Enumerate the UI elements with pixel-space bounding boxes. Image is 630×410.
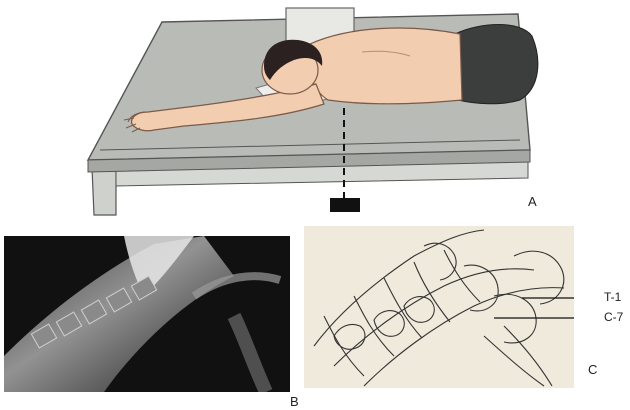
patient-table-drawing <box>80 0 540 225</box>
panel-a-illustration <box>80 0 540 225</box>
panel-b-label: B <box>290 394 299 409</box>
panel-a-label: A <box>528 194 537 209</box>
tracing-drawing <box>304 226 574 388</box>
radiograph-image <box>4 236 290 392</box>
panel-c-label: C <box>588 362 597 377</box>
panel-c-tracing <box>304 226 574 388</box>
annotation-t1: T-1 <box>604 290 621 304</box>
xray-tube-block <box>330 198 360 212</box>
patient-pants <box>455 25 538 104</box>
patient-back <box>308 28 462 104</box>
table-leg-left <box>92 168 116 215</box>
annotation-c7: C-7 <box>604 310 623 324</box>
panel-b-radiograph <box>4 236 290 392</box>
